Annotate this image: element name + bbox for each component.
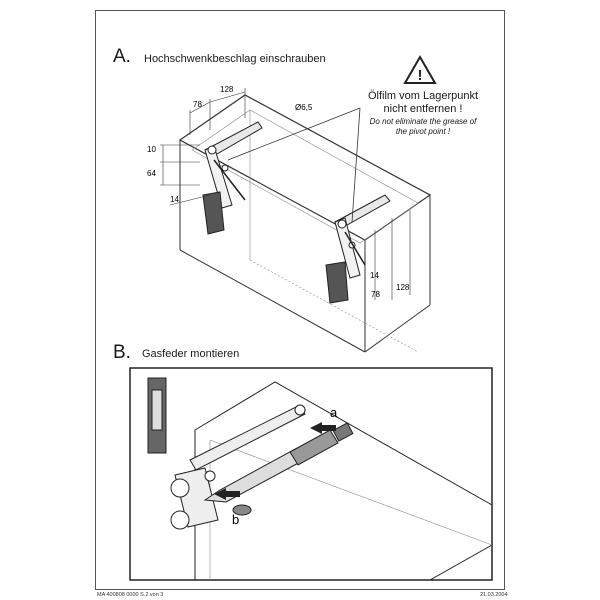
dim-hole-diameter: Ø6,5 (295, 103, 313, 112)
warning-en-line-1: Do not eliminate the grease of (369, 117, 477, 126)
warning-triangle-icon: ! (403, 54, 437, 84)
label-a: a (330, 405, 338, 420)
warning-en-line-2: the pivot point ! (395, 127, 451, 136)
dim-right-14: 14 (370, 271, 379, 280)
cabinet-a (178, 94, 432, 353)
warning-text-en: Do not eliminate the grease of the pivot… (350, 117, 496, 137)
right-hinge-fitting (325, 194, 391, 304)
dim-top-128: 128 (220, 85, 234, 94)
dim-top-78: 78 (193, 100, 202, 109)
section-a-title: Hochschwenkbeschlag einschrauben (144, 53, 326, 65)
label-b: b (232, 512, 239, 527)
warning-de-line-1: Ölfilm vom Lagerpunkt (367, 90, 479, 102)
warning-de-line-2: nicht entfernen ! (383, 103, 463, 115)
dim-right-78: 78 (371, 290, 380, 299)
warning-symbol: ! (418, 67, 423, 84)
section-a-letter: A. (113, 46, 131, 67)
section-b-letter: B. (113, 342, 131, 363)
footer-doc-ref: MA 400808 0000 S.2 von 3 (97, 592, 164, 598)
hinge-b (147, 377, 306, 530)
dim-left-10: 10 (147, 145, 156, 154)
arrow-a (310, 422, 336, 434)
section-b-title: Gasfeder montieren (142, 348, 240, 360)
page-frame (95, 10, 505, 590)
dimension-lines-a (160, 88, 411, 300)
left-hinge-fitting (202, 121, 263, 235)
warning-text-de: Ölfilm vom Lagerpunkt nicht entfernen ! (360, 90, 486, 116)
dim-left-64: 64 (147, 169, 156, 178)
dim-right-128: 128 (396, 283, 410, 292)
arrow-b (214, 488, 240, 500)
dim-bottom-14: 14 (170, 195, 179, 204)
warning-leader-lines (227, 107, 361, 223)
footer-date: 21.03.2004 (480, 592, 508, 598)
section-b-panel (129, 367, 493, 581)
gas-spring (203, 422, 354, 516)
